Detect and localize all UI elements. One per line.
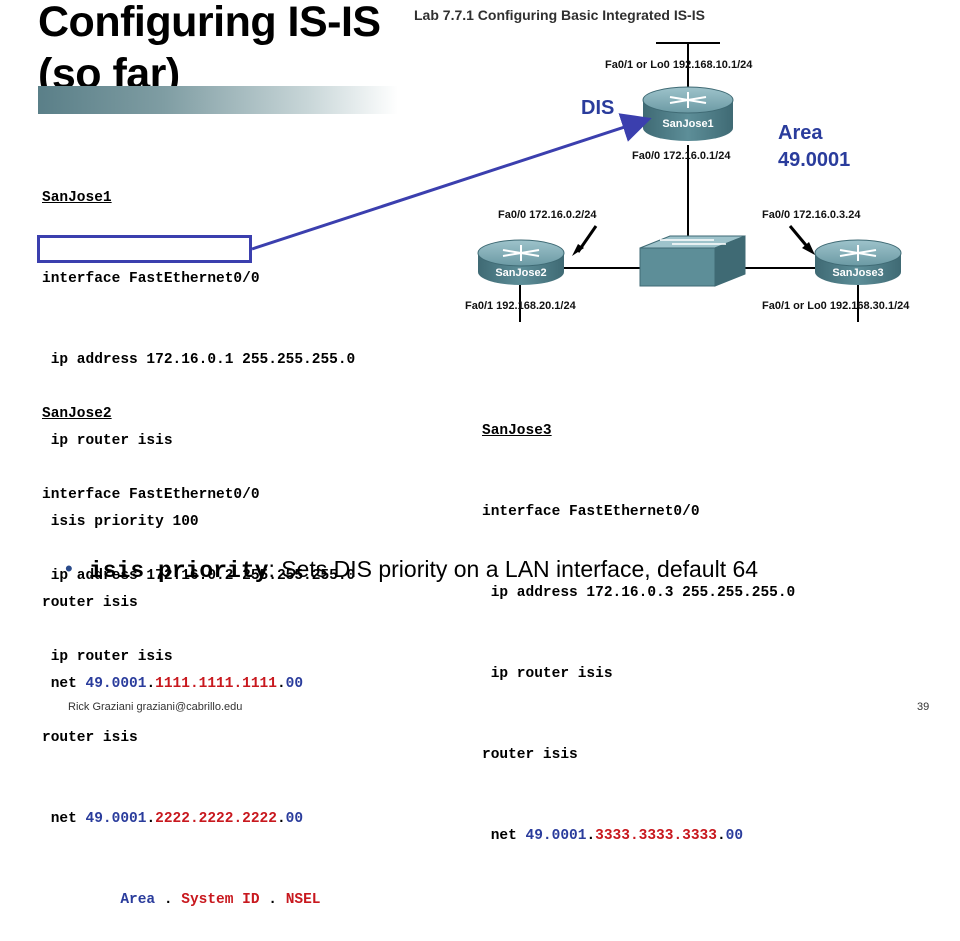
net-area: 49.0001 xyxy=(525,828,587,844)
net-line: net 49.0001.1111.1111.1111.00 xyxy=(42,671,355,698)
router-label: SanJose3 xyxy=(832,267,883,279)
net-area: 49.0001 xyxy=(85,811,147,827)
net-nsel: 00 xyxy=(725,828,744,844)
area-label: Area 49.0001 xyxy=(778,120,850,174)
net-line: net 49.0001.2222.2222.2222.00 xyxy=(42,806,355,833)
net-dot: . xyxy=(276,676,286,692)
config-line: ip router isis xyxy=(42,649,173,665)
legend-system-id: System ID xyxy=(181,892,260,908)
net-prefix: net xyxy=(482,828,526,844)
net-dot: . xyxy=(146,811,156,827)
isis-priority-highlight-box xyxy=(37,235,252,263)
r3-fa01-label: Fa0/1 or Lo0 192.168.30.1/24 xyxy=(762,300,910,312)
net-dot: . xyxy=(586,828,596,844)
router-label: SanJose2 xyxy=(495,267,546,279)
lab-title: Lab 7.7.1 Configuring Basic Integrated I… xyxy=(414,7,705,23)
footer-author: Rick Graziani graziani@cabrillo.edu xyxy=(68,701,243,713)
sanjose1-header: SanJose1 xyxy=(42,190,112,206)
bullet-icon: • xyxy=(65,556,73,581)
net-prefix: net xyxy=(42,811,86,827)
config-line: ip router isis xyxy=(42,433,173,449)
slide-title: Configuring IS-IS (so far) xyxy=(38,0,381,100)
legend-nsel: NSEL xyxy=(285,892,321,908)
sanjose2-header: SanJose2 xyxy=(42,406,112,422)
dis-label: DIS xyxy=(581,97,615,119)
config-line: ip address 172.16.0.3 255.255.255.0 xyxy=(482,585,796,601)
config-line: interface FastEthernet0/0 xyxy=(42,271,260,287)
config-line-isis-priority: isis priority 100 xyxy=(42,514,199,530)
r1-top-interface-label: Fa0/1 or Lo0 192.168.10.1/24 xyxy=(605,59,753,71)
net-legend: Area . System ID . NSEL xyxy=(42,887,355,914)
router-icon: SanJose2 xyxy=(477,239,565,285)
router-icon: SanJose3 xyxy=(814,239,902,285)
config-line: router isis xyxy=(42,730,138,746)
config-line: router isis xyxy=(42,595,138,611)
net-system-id: 3333.3333.3333 xyxy=(595,828,717,844)
legend-sep: . xyxy=(259,892,286,908)
r2-fa00-label: Fa0/0 172.16.0.2/24 xyxy=(498,209,597,221)
switch-icon xyxy=(639,235,746,287)
net-line: net 49.0001.3333.3333.3333.00 xyxy=(482,823,795,850)
router-label: SanJose1 xyxy=(662,118,713,130)
config-line: ip address 172.16.0.2 255.255.255.0 xyxy=(42,568,356,584)
title-line-1: Configuring IS-IS xyxy=(38,0,381,46)
page-number: 39 xyxy=(917,701,930,713)
legend-sep: . xyxy=(155,892,182,908)
config-line: interface FastEthernet0/0 xyxy=(482,504,700,520)
net-prefix: net xyxy=(42,676,86,692)
net-dot: . xyxy=(276,811,286,827)
r3-fa00-label: Fa0/0 172.16.0.3.24 xyxy=(762,209,861,221)
config-line: router isis xyxy=(482,747,578,763)
net-nsel: 00 xyxy=(285,811,304,827)
area-label-line-1: Area xyxy=(778,122,823,144)
legend-area: Area xyxy=(120,892,156,908)
sanjose1-config: SanJose1 interface FastEthernet0/0 ip ad… xyxy=(42,131,355,725)
area-label-line-2: 49.0001 xyxy=(778,149,851,171)
router-icon: SanJose1 xyxy=(642,86,734,141)
net-dot: . xyxy=(716,828,726,844)
network-diagram: SanJose1 SanJose2 SanJose3 xyxy=(251,42,902,322)
net-system-id: 1111.1111.1111 xyxy=(155,676,277,692)
bullet-description: : Sets DIS priority on a LAN interface, … xyxy=(268,556,759,582)
dis-pointer-line xyxy=(251,113,652,251)
net-system-id: 2222.2222.2222 xyxy=(155,811,277,827)
title-decoration-bar xyxy=(38,86,398,114)
bullet-keyword: isis priority xyxy=(89,558,269,584)
net-area: 49.0001 xyxy=(85,676,147,692)
r2-fa01-label: Fa0/1 192.168.20.1/24 xyxy=(465,300,576,312)
config-line: interface FastEthernet0/0 xyxy=(42,487,260,503)
net-nsel: 00 xyxy=(285,676,304,692)
r1-bottom-interface-label: Fa0/0 172.16.0.1/24 xyxy=(632,150,731,162)
config-line: ip router isis xyxy=(482,666,613,682)
sanjose3-header: SanJose3 xyxy=(482,423,552,439)
net-dot: . xyxy=(146,676,156,692)
config-line: ip address 172.16.0.1 255.255.255.0 xyxy=(42,352,356,368)
